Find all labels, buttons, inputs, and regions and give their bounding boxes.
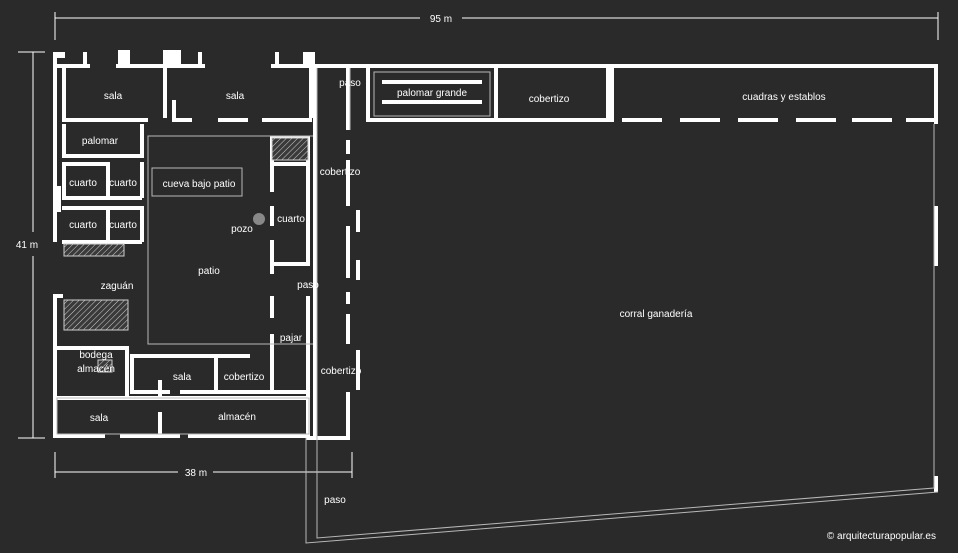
enclosure-thin-lines <box>305 68 939 544</box>
dimension-label-house: 38 m <box>185 468 207 479</box>
label-bodega: bodega <box>79 350 113 361</box>
label-cuarto-1: cuarto <box>69 178 97 189</box>
dimension-left: 41 m <box>16 51 45 439</box>
label-cuarto-3: cuarto <box>69 220 97 231</box>
label-cobertizo-east-top: cobertizo <box>320 167 361 178</box>
label-corral: corral ganadería <box>620 309 693 320</box>
label-almacen-bottom: almacén <box>218 412 256 423</box>
credit-text: © arquitecturapopular.es <box>827 531 936 542</box>
label-sala-top-mid: sala <box>226 91 245 102</box>
label-cuadras: cuadras y establos <box>742 92 825 103</box>
label-cueva: cueva bajo patio <box>163 179 236 190</box>
label-cuarto-2: cuarto <box>109 178 137 189</box>
dimension-label-width: 95 m <box>430 14 452 25</box>
label-sala-bottom: sala <box>90 413 109 424</box>
label-palomar-grande: palomar grande <box>397 88 467 99</box>
label-cobertizo-top: cobertizo <box>529 94 570 105</box>
label-pozo: pozo <box>231 224 253 235</box>
well-icon <box>253 213 265 225</box>
label-cuarto-east: cuarto <box>277 214 305 225</box>
label-almacen-left: almacén <box>77 364 115 375</box>
house-walls <box>53 50 315 438</box>
label-pajar: pajar <box>280 333 303 344</box>
label-cobertizo-mid: cobertizo <box>224 372 265 383</box>
label-cobertizo-east-bottom: cobertizo <box>321 366 362 377</box>
dimension-top: 95 m <box>54 12 939 40</box>
room-labels: sala sala palomar cuarto cuarto cuarto c… <box>69 78 826 506</box>
label-paso-top: paso <box>339 78 361 89</box>
label-sala-mid: sala <box>173 372 192 383</box>
label-sala-top-left: sala <box>104 91 123 102</box>
label-paso-bottom: paso <box>324 495 346 506</box>
stairs-hatch <box>63 137 309 373</box>
label-paso-mid: paso <box>297 280 319 291</box>
enclosure-walls <box>306 64 938 492</box>
label-patio: patio <box>198 266 220 277</box>
label-cuarto-4: cuarto <box>109 220 137 231</box>
label-zaguan: zaguán <box>101 281 134 292</box>
dimension-bottom: 38 m <box>54 452 353 479</box>
label-palomar: palomar <box>82 136 119 147</box>
dimension-label-height: 41 m <box>16 240 38 251</box>
